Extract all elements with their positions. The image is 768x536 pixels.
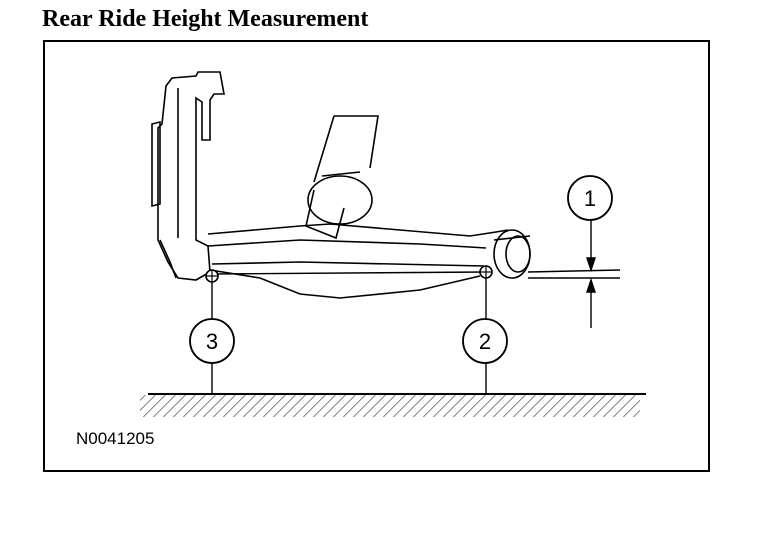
- knuckle: [151, 71, 225, 281]
- figure-id: N0041205: [76, 429, 154, 448]
- diagram-title: Rear Ride Height Measurement: [42, 6, 369, 32]
- spring-shock: [305, 115, 379, 240]
- callout-1-label: 1: [584, 186, 596, 211]
- diagram-frame: [43, 40, 710, 472]
- callout-3: 3: [189, 318, 235, 364]
- callout-3-label: 3: [206, 329, 218, 354]
- reference-line: [209, 271, 487, 275]
- callout-2-label: 2: [479, 329, 491, 354]
- arm-bushing: [493, 229, 621, 279]
- callout-1: 1: [567, 175, 613, 221]
- callout-2: 2: [462, 318, 508, 364]
- measure-point-3: [205, 269, 219, 283]
- ground: [140, 393, 646, 417]
- measure-point-2: [479, 265, 493, 279]
- dimension-arrows: [586, 218, 596, 328]
- control-arm: [207, 223, 509, 299]
